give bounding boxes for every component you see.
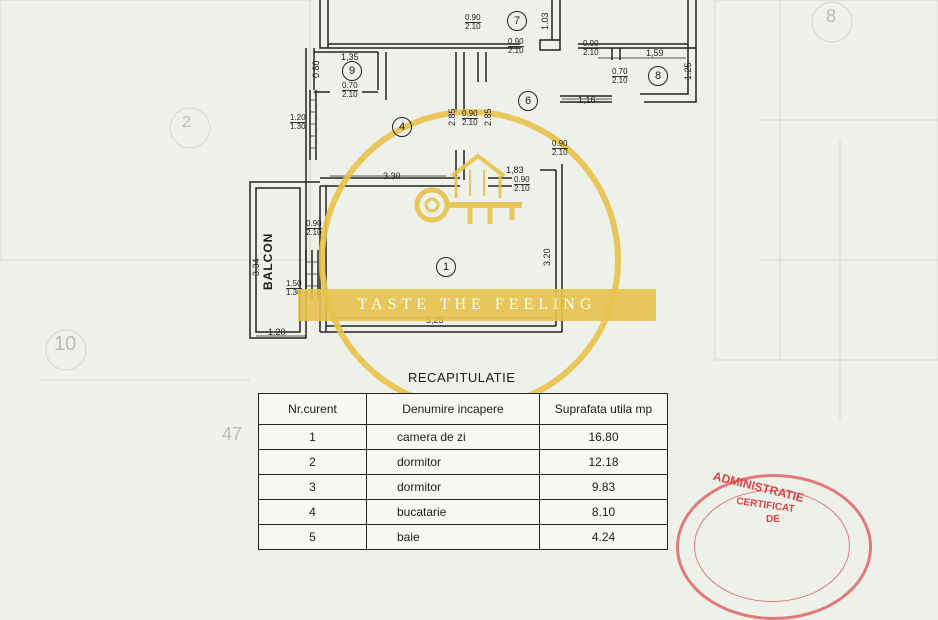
cell-area: 9.83 — [539, 474, 668, 500]
dimension-label: 1,16 — [578, 95, 596, 105]
table-row: 5 baie 4.24 — [258, 524, 668, 550]
cell-nr: 3 — [258, 474, 367, 500]
ghost-room-number: 47 — [222, 424, 243, 444]
ghost-room-number: 2 — [182, 114, 191, 131]
cell-area: 8.10 — [539, 499, 668, 525]
dimension-label: 1.25 — [683, 62, 693, 80]
cell-name: dormitor — [366, 449, 540, 475]
watermark-slogan: TASTE THE FEELING — [298, 289, 656, 321]
room-1-marker: 1 — [436, 257, 456, 277]
cell-area: 16.80 — [539, 424, 668, 450]
dimension-label: 3.30 — [383, 171, 401, 181]
room-9-marker: 9 — [342, 61, 362, 81]
stamp-text: DE — [766, 514, 780, 525]
cell-name: baie — [366, 524, 540, 550]
watermark-logo — [319, 109, 621, 411]
room-7-marker: 7 — [507, 11, 527, 31]
cell-nr: 5 — [258, 524, 367, 550]
dimension-label: 1,35 — [341, 52, 359, 62]
dimension-label: 0.80 — [311, 60, 321, 78]
ghost-room-number: 8 — [826, 6, 837, 26]
balcony-label: BALCON — [261, 232, 275, 290]
dimension-label: 3.20 — [542, 248, 552, 266]
dimension-label: 1.20 — [268, 327, 286, 337]
cell-name: camera de zi — [366, 424, 540, 450]
table-row: 4 bucatarie 8.10 — [258, 499, 668, 525]
dimension-label: 3.34 — [251, 258, 261, 276]
header-nr: Nr.curent — [258, 393, 367, 425]
dimension-label: 1.03 — [540, 12, 550, 30]
recap-title: RECAPITULATIE — [408, 370, 516, 385]
table-header-row: Nr.curent Denumire incapere Suprafata ut… — [258, 393, 668, 425]
cell-area: 12.18 — [539, 449, 668, 475]
header-name: Denumire incapere — [366, 393, 540, 425]
cell-nr: 2 — [258, 449, 367, 475]
dimension-label: 1,83 — [506, 165, 524, 175]
cell-name: bucatarie — [366, 499, 540, 525]
header-area: Suprafata utila mp — [539, 393, 668, 425]
dimension-label: 1,59 — [646, 48, 664, 58]
table-row: 3 dormitor 9.83 — [258, 474, 668, 500]
cell-nr: 4 — [258, 499, 367, 525]
dimension-label: 2.85 — [483, 108, 493, 126]
cell-nr: 1 — [258, 424, 367, 450]
cell-area: 4.24 — [539, 524, 668, 550]
room-4-marker: 4 — [392, 117, 412, 137]
cell-name: dormitor — [366, 474, 540, 500]
dimension-label: 2.85 — [447, 108, 457, 126]
ghost-room-number: 10 — [54, 333, 77, 355]
room-6-marker: 6 — [518, 91, 538, 111]
room-8-marker: 8 — [648, 66, 668, 86]
table-row: 2 dormitor 12.18 — [258, 449, 668, 475]
table-row: 1 camera de zi 16.80 — [258, 424, 668, 450]
recap-table: Nr.curent Denumire incapere Suprafata ut… — [258, 393, 668, 550]
